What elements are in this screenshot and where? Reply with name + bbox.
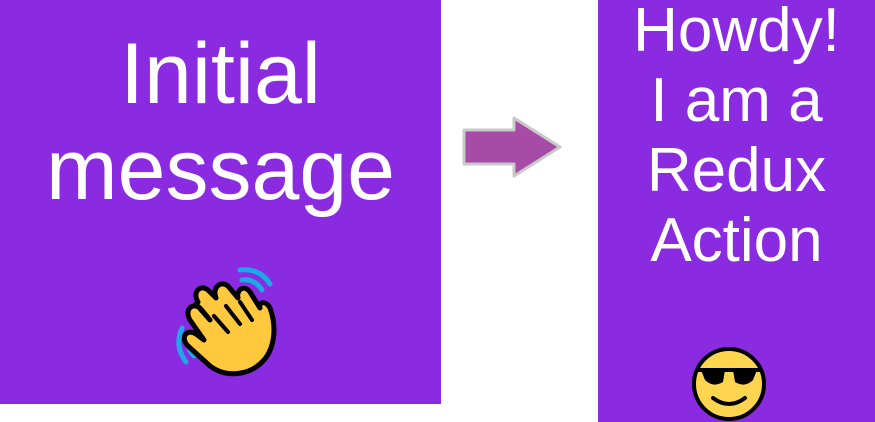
smiling-face-with-sunglasses-icon [692,347,766,421]
howdy-line: Action [650,206,823,275]
right-arrow-icon [462,116,562,178]
howdy-line: Redux [646,136,827,205]
redux-action-card: Howdy! I am a Redux Action [598,0,875,422]
howdy-line: Howdy! [633,0,840,65]
initial-message-text: Initial message [46,26,395,218]
howdy-line: I am a [650,66,823,135]
howdy-message-text: Howdy! I am a Redux Action [598,0,875,276]
waving-hand-icon [176,267,277,377]
